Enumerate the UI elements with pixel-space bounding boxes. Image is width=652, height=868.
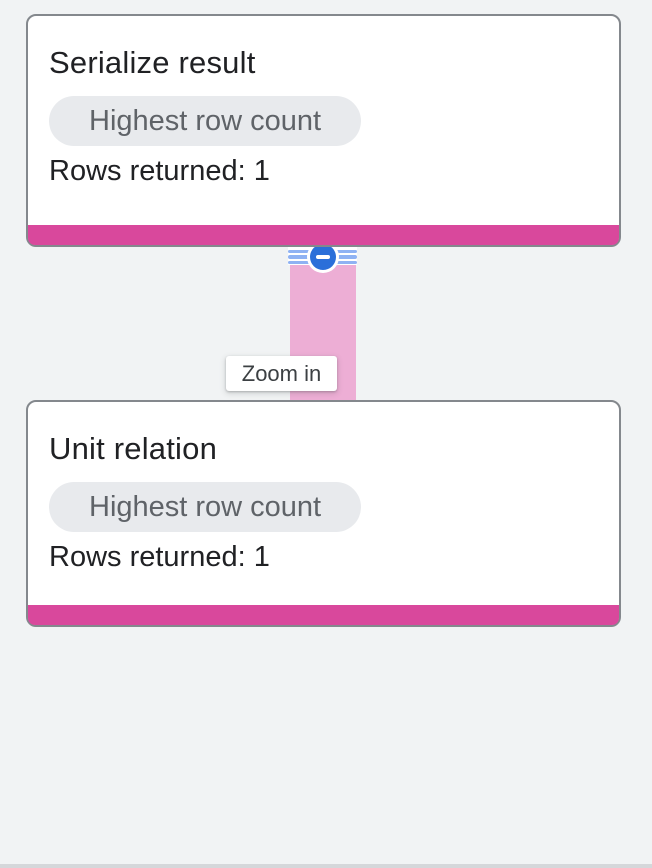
plan-node-serialize-result[interactable]: Serialize result Highest row count Rows … — [26, 14, 621, 247]
highest-row-count-badge: Highest row count — [49, 482, 362, 532]
plan-node-unit-relation[interactable]: Unit relation Highest row count Rows ret… — [26, 400, 621, 627]
rows-returned-text: Rows returned: 1 — [49, 541, 270, 573]
rows-returned-text: Rows returned: 1 — [49, 155, 270, 187]
highest-row-count-badge: Highest row count — [49, 96, 362, 146]
accent-bar — [28, 225, 619, 245]
node-title: Unit relation — [49, 431, 218, 466]
minus-icon — [316, 255, 330, 259]
bottom-divider — [0, 864, 652, 868]
zoom-in-tooltip: Zoom in — [226, 356, 337, 391]
node-title: Serialize result — [49, 45, 256, 80]
minus-circle-icon — [310, 244, 336, 270]
accent-bar — [28, 605, 619, 625]
